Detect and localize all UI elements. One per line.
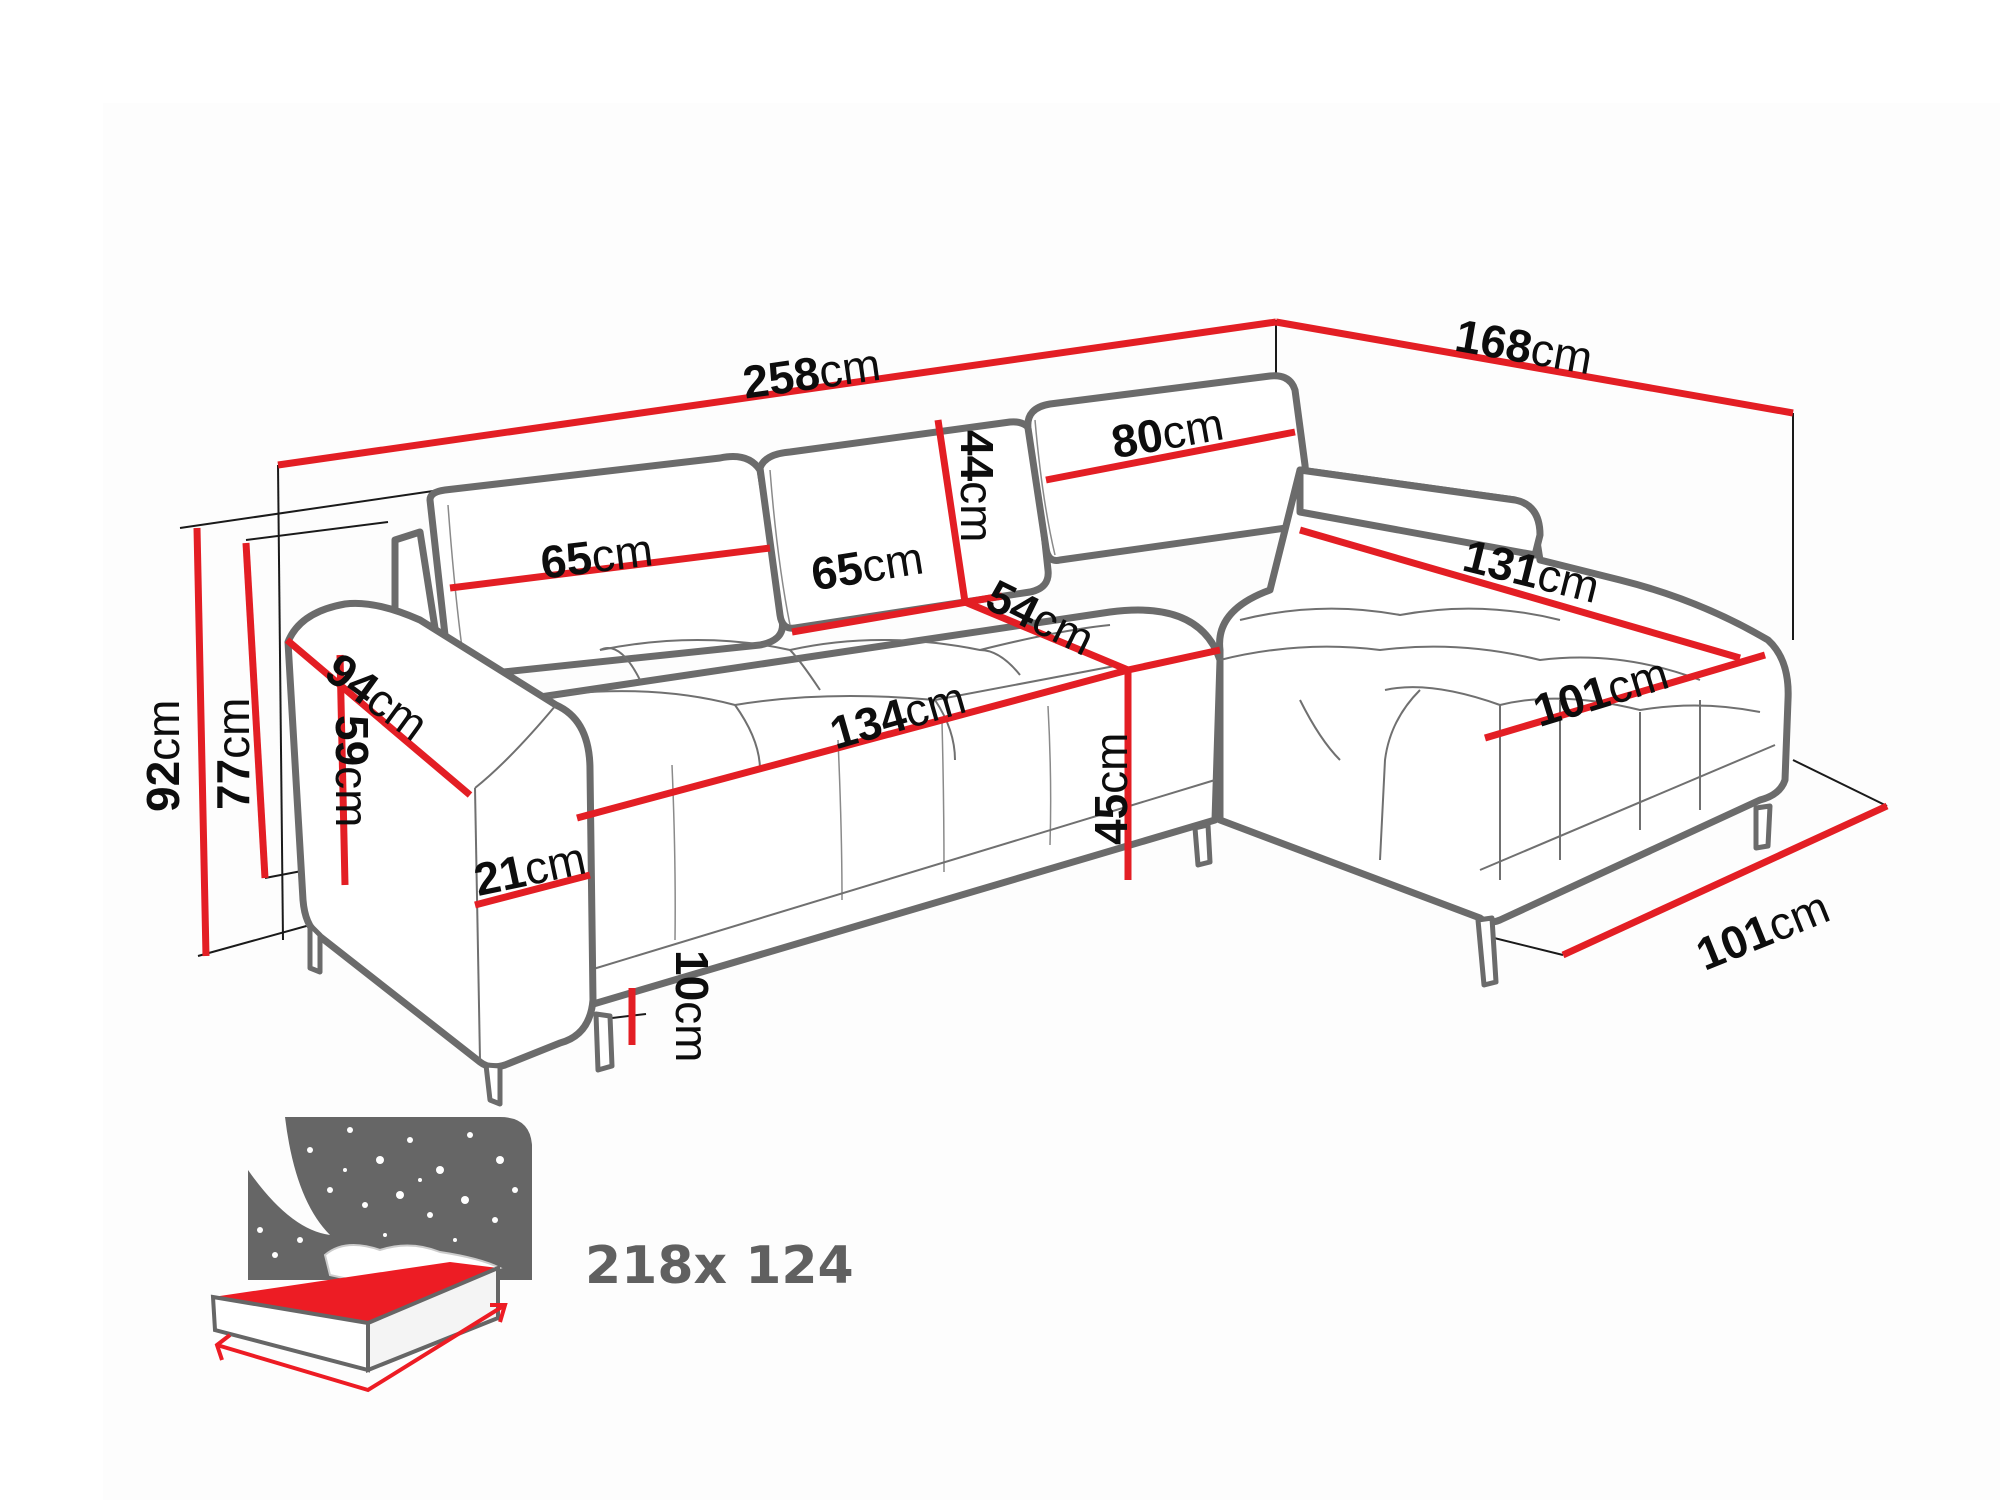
label-back-cushion-height: 44cm	[951, 430, 1003, 543]
dim-101b	[1561, 802, 1889, 959]
dimension-lines	[193, 318, 1889, 1045]
dim-101a	[1484, 651, 1766, 742]
legs	[307, 803, 1773, 1107]
armrest	[284, 599, 597, 1071]
sleeping-area-size: 218x 124	[585, 1236, 854, 1296]
dim-21	[474, 871, 591, 909]
label-backrest-height: 77cm	[207, 697, 259, 811]
dim-258	[277, 318, 1277, 469]
dim-94	[284, 637, 473, 798]
dim-54	[963, 598, 1130, 674]
bed-with-stars-icon	[210, 1117, 532, 1393]
dim-44	[934, 419, 969, 603]
dim-80	[1045, 428, 1296, 484]
dim-65a	[449, 544, 771, 592]
dim-134	[576, 666, 1129, 822]
label-back-cushion-1: 65cm	[537, 523, 656, 589]
dim-seat-extend	[1127, 646, 1221, 674]
dim-92	[193, 527, 210, 957]
dim-59	[336, 654, 349, 886]
dim-131	[1299, 526, 1741, 662]
label-total-height: 92cm	[137, 699, 189, 813]
label-armrest-height: 59cm	[326, 715, 378, 828]
label-seat-height: 45cm	[1085, 732, 1137, 846]
dim-77	[242, 542, 269, 879]
dim-168	[1275, 318, 1794, 417]
label-leg-height: 10cm	[666, 950, 718, 1063]
chaise	[1216, 466, 1792, 926]
